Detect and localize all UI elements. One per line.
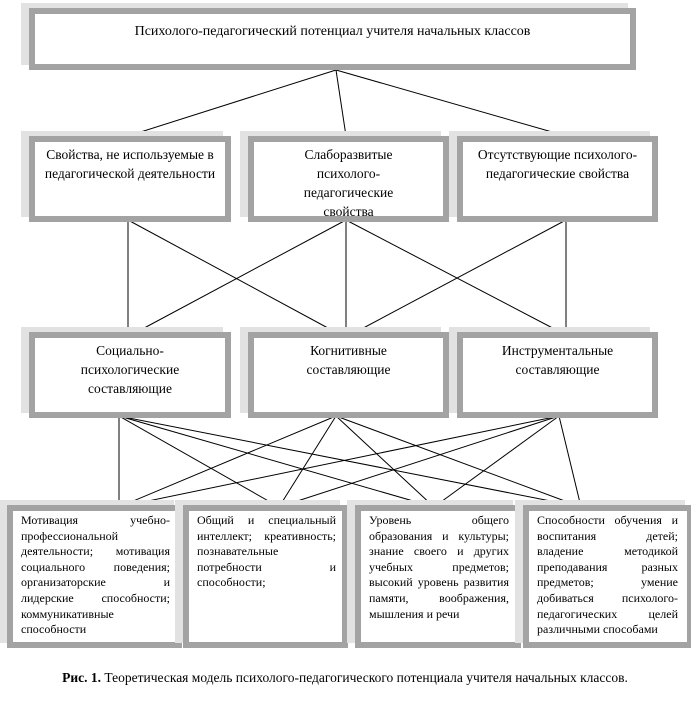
node-label: Слаборазвитые психолого-педагогические с… (303, 147, 394, 219)
connector (335, 415, 435, 508)
connector (118, 415, 560, 508)
connector (345, 219, 565, 335)
node-label: Отсутствующие психолого-педагогические с… (477, 147, 638, 181)
node-label: Способности обучения и воспитания детей;… (537, 513, 678, 637)
connector (558, 415, 582, 508)
caption-text: Теоретическая модель психолого-педагогич… (101, 670, 628, 685)
connector (278, 415, 560, 508)
node-label: Общий и специальный интеллект; креативно… (197, 513, 336, 590)
connector (118, 415, 337, 508)
node-label: Уровень общего образования и культуры; з… (369, 513, 509, 621)
root-node: Психолого-педагогический потенциал учите… (29, 8, 636, 70)
level3-node-motivation: Мотивация учебно-профессиональной деятел… (7, 505, 182, 648)
figure-caption: Рис. 1. Теоретическая модель психолого-п… (60, 668, 630, 687)
node-label: Мотивация учебно-профессиональной деятел… (21, 513, 170, 637)
connector (118, 415, 435, 508)
connector (278, 415, 337, 508)
node-label: Социально-психологические составляющие (80, 343, 180, 396)
connector (132, 219, 347, 335)
connector (118, 415, 582, 508)
connector (335, 69, 347, 137)
connector (335, 69, 567, 137)
level2-node-social: Социально-психологические составляющие (29, 332, 231, 418)
connector (118, 415, 280, 508)
connector (351, 219, 567, 335)
level2-node-cognitive: Когнитивные составляющие (248, 332, 449, 418)
level1-node-weak: Слаборазвитые психолого-педагогические с… (248, 136, 449, 222)
level1-node-unused: Свойства, не используемые в педагогическ… (29, 136, 231, 222)
connector (127, 219, 340, 335)
node-label: Свойства, не используемые в педагогическ… (44, 147, 216, 181)
node-label: Инструментальные составляющие (501, 343, 614, 377)
connector (127, 69, 337, 137)
level1-node-absent: Отсутствующие психолого-педагогические с… (457, 136, 658, 222)
level3-node-teaching: Способности обучения и воспитания детей;… (523, 505, 691, 648)
caption-prefix: Рис. 1. (62, 670, 102, 685)
level3-node-intellect: Общий и специальный интеллект; креативно… (183, 505, 348, 648)
connector (433, 415, 560, 508)
level3-node-education: Уровень общего образования и культуры; з… (355, 505, 521, 648)
root-title: Психолого-педагогический потенциал учите… (134, 24, 531, 39)
node-label: Когнитивные составляющие (306, 343, 391, 377)
level2-node-instrumental: Инструментальные составляющие (457, 332, 658, 418)
connector (335, 415, 582, 508)
